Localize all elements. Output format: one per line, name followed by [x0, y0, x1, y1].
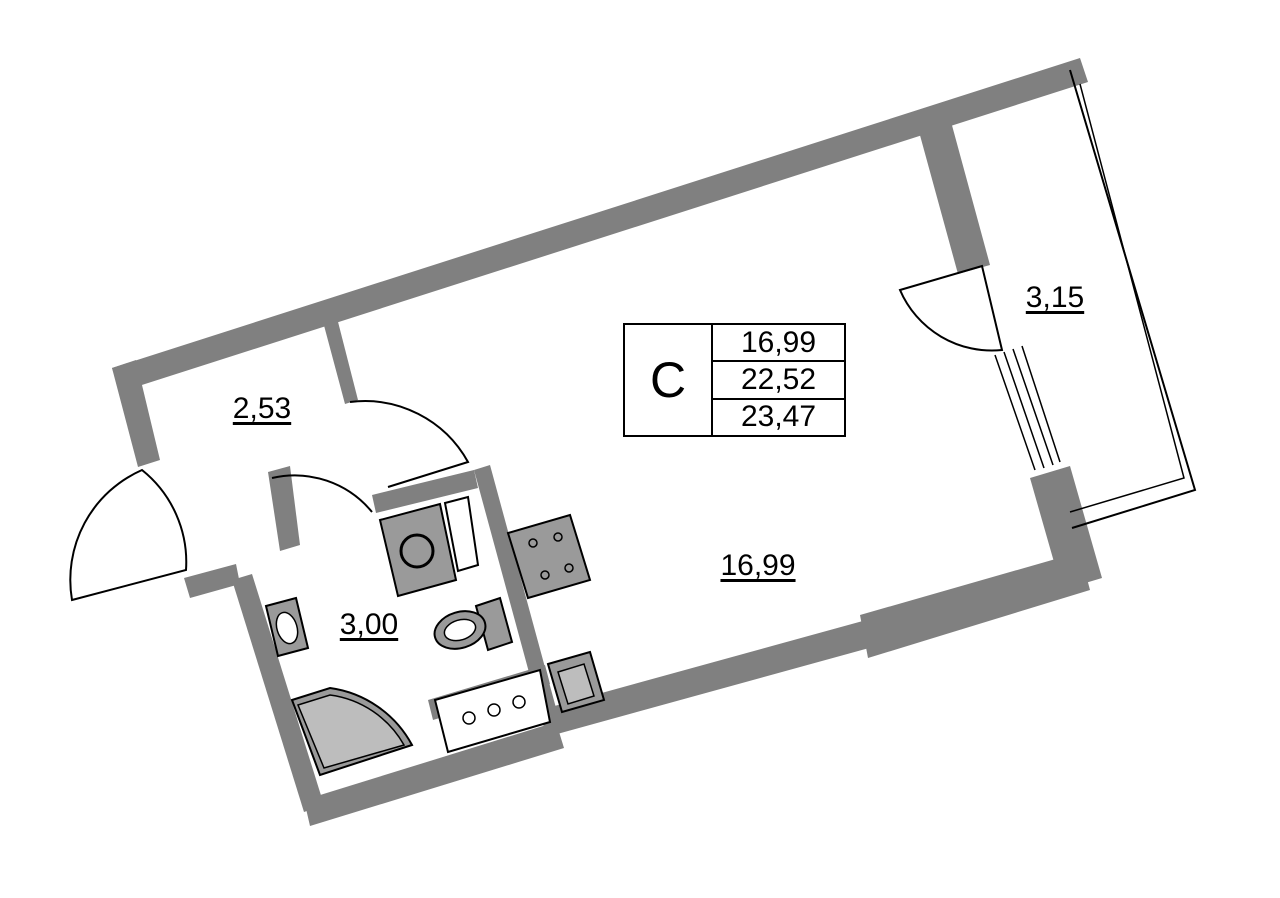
living-area-value: 16,99	[740, 325, 817, 359]
bottom-wall-thick	[860, 552, 1090, 658]
right-wall	[1030, 466, 1102, 590]
balcony-area-label: 3,15	[1025, 281, 1085, 314]
hallway-left-wall	[112, 360, 160, 467]
area-legend: С 16,99 22,52 23,47	[623, 323, 846, 437]
bathroom-door	[271, 474, 373, 513]
doors	[69, 264, 1004, 602]
entrance-door	[69, 468, 188, 602]
washbasin-icon	[264, 596, 310, 658]
hallway-inner-wall	[268, 466, 300, 551]
balcony-partition-wall	[918, 118, 990, 274]
toilet-icon	[433, 596, 514, 652]
main-room-area-label: 16,99	[720, 549, 796, 582]
shower-icon	[290, 686, 414, 777]
fixtures	[264, 495, 606, 777]
total-area-value: 22,52	[713, 360, 844, 397]
counter-icon	[433, 668, 552, 754]
washing-machine-icon	[378, 502, 458, 598]
stove-icon	[506, 513, 592, 600]
legend-area-rows: 16,99 22,52 23,47	[713, 325, 844, 435]
total-area-with-balcony-value: 23,47	[713, 397, 844, 435]
balcony	[994, 69, 1197, 529]
bathroom-area-label: 3,00	[339, 608, 399, 641]
hallway-bottom-wall	[184, 564, 240, 598]
apartment-type-code: С	[625, 325, 713, 435]
bathroom-left-wall	[232, 574, 324, 812]
walls	[112, 58, 1102, 826]
top-wall	[112, 58, 1088, 392]
hallway-area-label: 2,53	[232, 392, 292, 425]
cabinet-icon	[443, 495, 480, 573]
partition-wall	[322, 314, 358, 404]
balcony-door	[898, 264, 1004, 352]
bathroom-bottom-wall	[304, 722, 564, 826]
kitchen-sink-icon	[546, 650, 606, 714]
bathroom-top-wall	[372, 470, 478, 513]
room-door	[349, 400, 470, 488]
